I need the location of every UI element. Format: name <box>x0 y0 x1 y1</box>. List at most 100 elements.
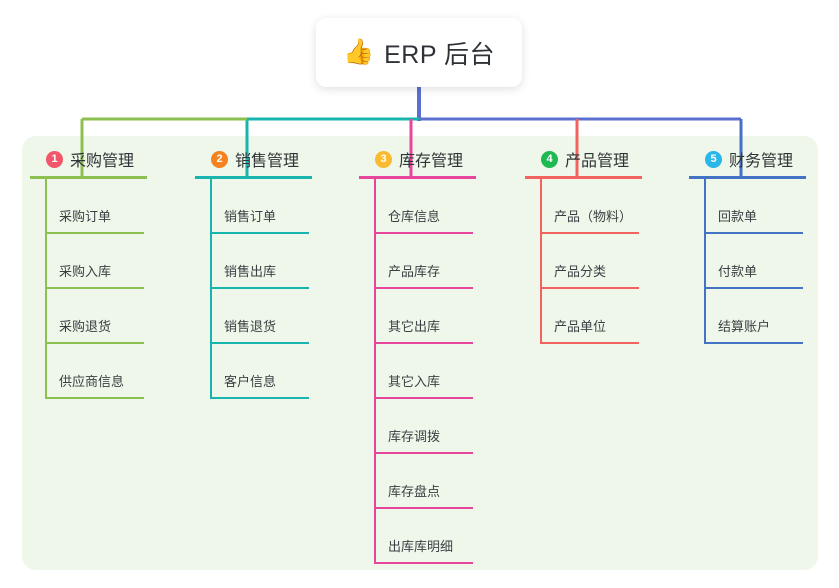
leaf-node[interactable]: 产品单位 <box>542 289 639 344</box>
branch-underline <box>525 176 642 179</box>
leaf-underline <box>47 232 144 234</box>
leaf-underline <box>542 232 639 234</box>
branch-3[interactable]: 3 库存管理仓库信息产品库存其它出库其它入库库存调拨库存盘点出库库明细 <box>359 142 476 564</box>
leaf-label: 产品单位 <box>554 319 607 334</box>
branch-number-badge: 3 <box>375 150 392 168</box>
leaf-label: 销售订单 <box>224 209 277 224</box>
branch-title: 销售管理 <box>235 153 300 170</box>
leaf-label: 销售出库 <box>224 264 277 279</box>
leaf-node[interactable]: 产品（物料） <box>542 179 639 234</box>
branch-4[interactable]: 4 产品管理产品（物料） 产品分类产品单位 <box>525 142 642 344</box>
leaf-node[interactable]: 回款单 <box>706 179 803 234</box>
leaf-label: 产品库存 <box>388 264 441 279</box>
leaf-underline <box>706 287 803 289</box>
branch-title: 库存管理 <box>399 153 464 170</box>
leaf-list: 仓库信息产品库存其它出库其它入库库存调拨库存盘点出库库明细 <box>359 179 473 564</box>
branch-number-badge: 4 <box>541 150 558 168</box>
leaf-label: 库存盘点 <box>388 484 441 499</box>
branch-number-badge: 5 <box>705 150 722 168</box>
leaf-underline <box>212 397 309 399</box>
leaf-underline <box>212 232 309 234</box>
leaf-label: 采购退货 <box>59 319 112 334</box>
branch-title: 采购管理 <box>70 153 135 170</box>
leaf-node[interactable]: 付款单 <box>706 234 803 289</box>
leaf-label: 采购订单 <box>59 209 112 224</box>
leaf-label: 产品（物料） <box>554 209 633 224</box>
diagram-background-panel <box>22 136 818 570</box>
leaf-label: 采购入库 <box>59 264 112 279</box>
leaf-node[interactable]: 出库库明细 <box>376 509 473 564</box>
leaf-label: 供应商信息 <box>59 374 125 389</box>
leaf-underline <box>47 397 144 399</box>
branch-number-badge: 2 <box>211 150 228 168</box>
leaf-label: 产品分类 <box>554 264 607 279</box>
leaf-underline <box>376 562 473 564</box>
branch-underline <box>30 176 147 179</box>
leaf-node[interactable]: 仓库信息 <box>376 179 473 234</box>
branch-spine <box>374 179 376 564</box>
leaf-underline <box>376 232 473 234</box>
leaf-node[interactable]: 客户信息 <box>212 344 309 399</box>
branch-1[interactable]: 1 采购管理采购订单采购入库采购退货供应商信息 <box>30 142 147 399</box>
leaf-underline <box>376 342 473 344</box>
leaf-node[interactable]: 其它出库 <box>376 289 473 344</box>
leaf-node[interactable]: 产品分类 <box>542 234 639 289</box>
leaf-label: 其它出库 <box>388 319 441 334</box>
page-title: ERP 后台 <box>384 40 496 69</box>
leaf-node[interactable]: 其它入库 <box>376 344 473 399</box>
leaf-node[interactable]: 采购订单 <box>47 179 144 234</box>
branch-header[interactable]: 2 销售管理 <box>195 142 312 179</box>
branch-header[interactable]: 1 采购管理 <box>30 142 147 179</box>
leaf-underline <box>47 287 144 289</box>
leaf-underline <box>212 287 309 289</box>
leaf-label: 仓库信息 <box>388 209 441 224</box>
branch-underline <box>195 176 312 179</box>
branch-title: 产品管理 <box>565 153 630 170</box>
leaf-underline <box>47 342 144 344</box>
leaf-list: 销售订单销售出库销售退货客户信息 <box>195 179 309 399</box>
leaf-label: 其它入库 <box>388 374 441 389</box>
branch-underline <box>359 176 476 179</box>
leaf-node[interactable]: 库存调拨 <box>376 399 473 454</box>
leaf-label: 付款单 <box>718 264 758 279</box>
leaf-underline <box>542 287 639 289</box>
leaf-label: 结算账户 <box>718 319 771 334</box>
leaf-node[interactable]: 销售退货 <box>212 289 309 344</box>
branch-header[interactable]: 4 产品管理 <box>525 142 642 179</box>
branch-2[interactable]: 2 销售管理销售订单销售出库销售退货客户信息 <box>195 142 312 399</box>
leaf-node[interactable]: 采购入库 <box>47 234 144 289</box>
leaf-label: 客户信息 <box>224 374 277 389</box>
branch-underline <box>689 176 806 179</box>
root-node[interactable]: 👍 ERP 后台 <box>316 18 522 87</box>
leaf-underline <box>376 287 473 289</box>
leaf-node[interactable]: 产品库存 <box>376 234 473 289</box>
leaf-list: 产品（物料） 产品分类产品单位 <box>525 179 639 344</box>
leaf-node[interactable]: 结算账户 <box>706 289 803 344</box>
leaf-underline <box>376 397 473 399</box>
leaf-underline <box>706 342 803 344</box>
leaf-underline <box>376 507 473 509</box>
leaf-underline <box>212 342 309 344</box>
leaf-label: 回款单 <box>718 209 758 224</box>
leaf-node[interactable]: 库存盘点 <box>376 454 473 509</box>
thumbs-up-icon: 👍 <box>342 38 375 66</box>
leaf-node[interactable]: 销售订单 <box>212 179 309 234</box>
branch-spine <box>540 179 542 344</box>
branch-number-badge: 1 <box>46 150 63 168</box>
leaf-underline <box>542 342 639 344</box>
branch-header[interactable]: 3 库存管理 <box>359 142 476 179</box>
branch-5[interactable]: 5 财务管理回款单付款单结算账户 <box>689 142 806 344</box>
leaf-node[interactable]: 供应商信息 <box>47 344 144 399</box>
branch-spine <box>45 179 47 399</box>
branch-spine <box>210 179 212 399</box>
leaf-node[interactable]: 销售出库 <box>212 234 309 289</box>
leaf-label: 库存调拨 <box>388 429 441 444</box>
branch-header[interactable]: 5 财务管理 <box>689 142 806 179</box>
leaf-underline <box>706 232 803 234</box>
leaf-list: 采购订单采购入库采购退货供应商信息 <box>30 179 144 399</box>
leaf-node[interactable]: 采购退货 <box>47 289 144 344</box>
leaf-list: 回款单付款单结算账户 <box>689 179 803 344</box>
leaf-label: 出库库明细 <box>388 539 454 554</box>
branch-title: 财务管理 <box>729 153 794 170</box>
